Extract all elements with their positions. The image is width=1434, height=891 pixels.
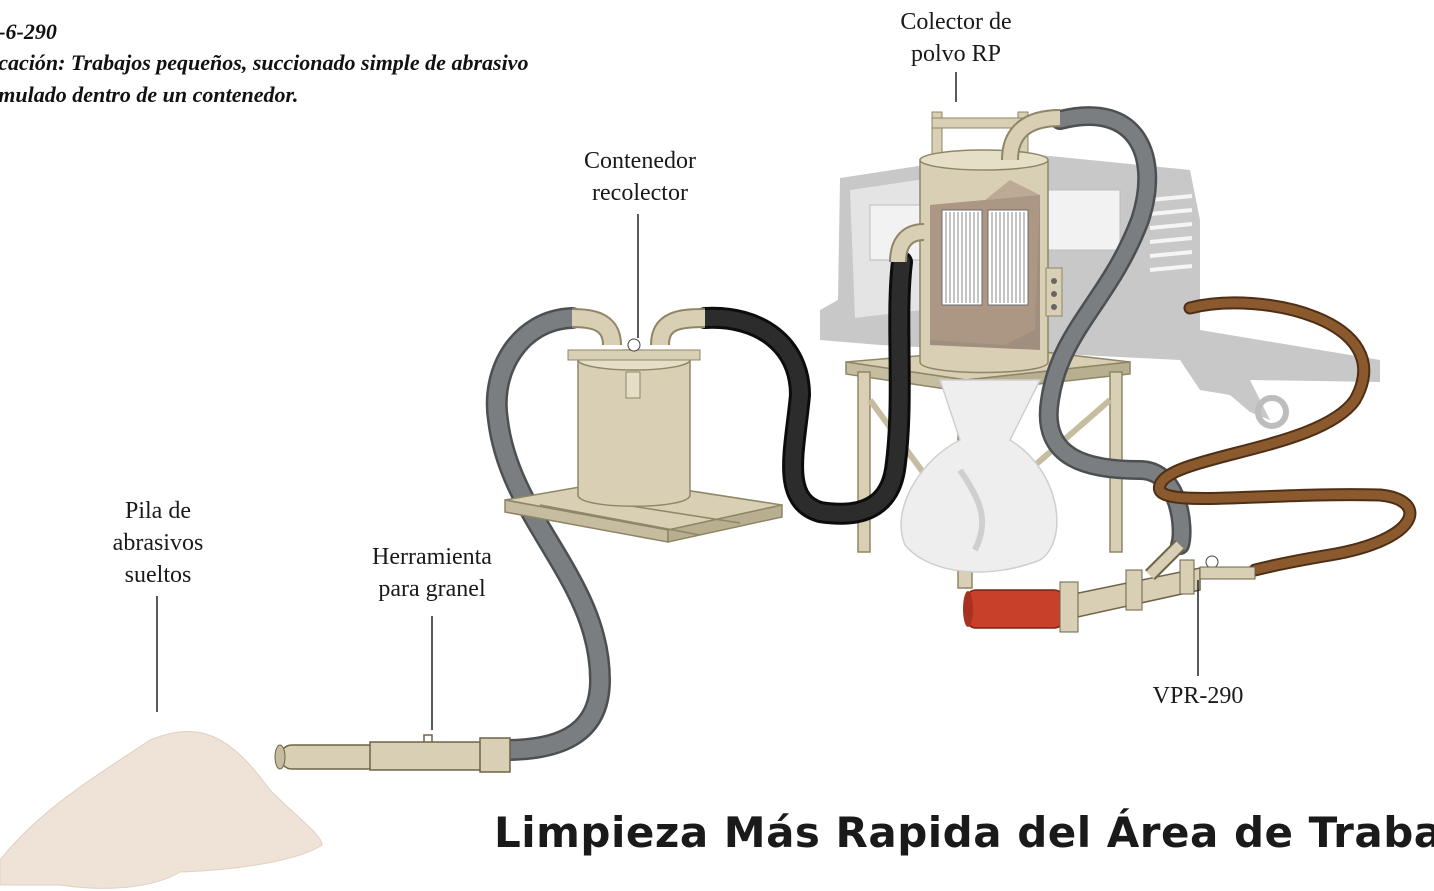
dust-collector-label-line-1: Colector de	[900, 9, 1012, 35]
brown-air-hose	[1152, 296, 1417, 577]
bulk-tool-label-line-1: Herramienta	[372, 544, 492, 570]
collection-container-label: Contenedor recolector	[560, 145, 720, 209]
bulk-tool	[274, 734, 511, 773]
gray-hoses	[485, 106, 1192, 761]
bulk-tool-label: Herramienta para granel	[352, 541, 512, 605]
dust-collector	[889, 109, 1063, 374]
bulk-tool-label-line-2: para granel	[378, 576, 486, 602]
waste-bag	[900, 379, 1058, 573]
application-line-1: licación: Trabajos pequeños, succionado …	[0, 50, 529, 75]
collection-container	[567, 308, 706, 507]
vpr-290-label: VPR-290	[1152, 683, 1244, 709]
dust-collector-label: Colector de polvo RP	[876, 6, 1036, 70]
abrasive-pile-label-line-1: Pila de	[125, 498, 191, 524]
dust-collector-label-line-2: polvo RP	[910, 41, 1002, 67]
collection-container-label-line-1: Contenedor	[584, 148, 696, 174]
collection-container-label-line-2: recolector	[592, 180, 688, 206]
abrasive-pile-label: Pila de abrasivos sueltos	[88, 495, 228, 591]
black-hose	[694, 251, 913, 525]
filter-cartridges	[941, 209, 1029, 306]
abrasive-pile	[0, 731, 323, 889]
abrasive-pile-label-line-3: sueltos	[124, 562, 192, 588]
vpr-290-tool	[963, 540, 1256, 633]
leader-lines	[156, 72, 1199, 730]
model-title: S-6-290	[0, 19, 57, 44]
application-line-2: umulado dentro de un contenedor.	[0, 82, 299, 107]
abrasive-pile-label-line-2: abrasivos	[112, 530, 204, 556]
page-title: Limpieza Más Rapida del Área de Trabajo	[494, 808, 1434, 857]
